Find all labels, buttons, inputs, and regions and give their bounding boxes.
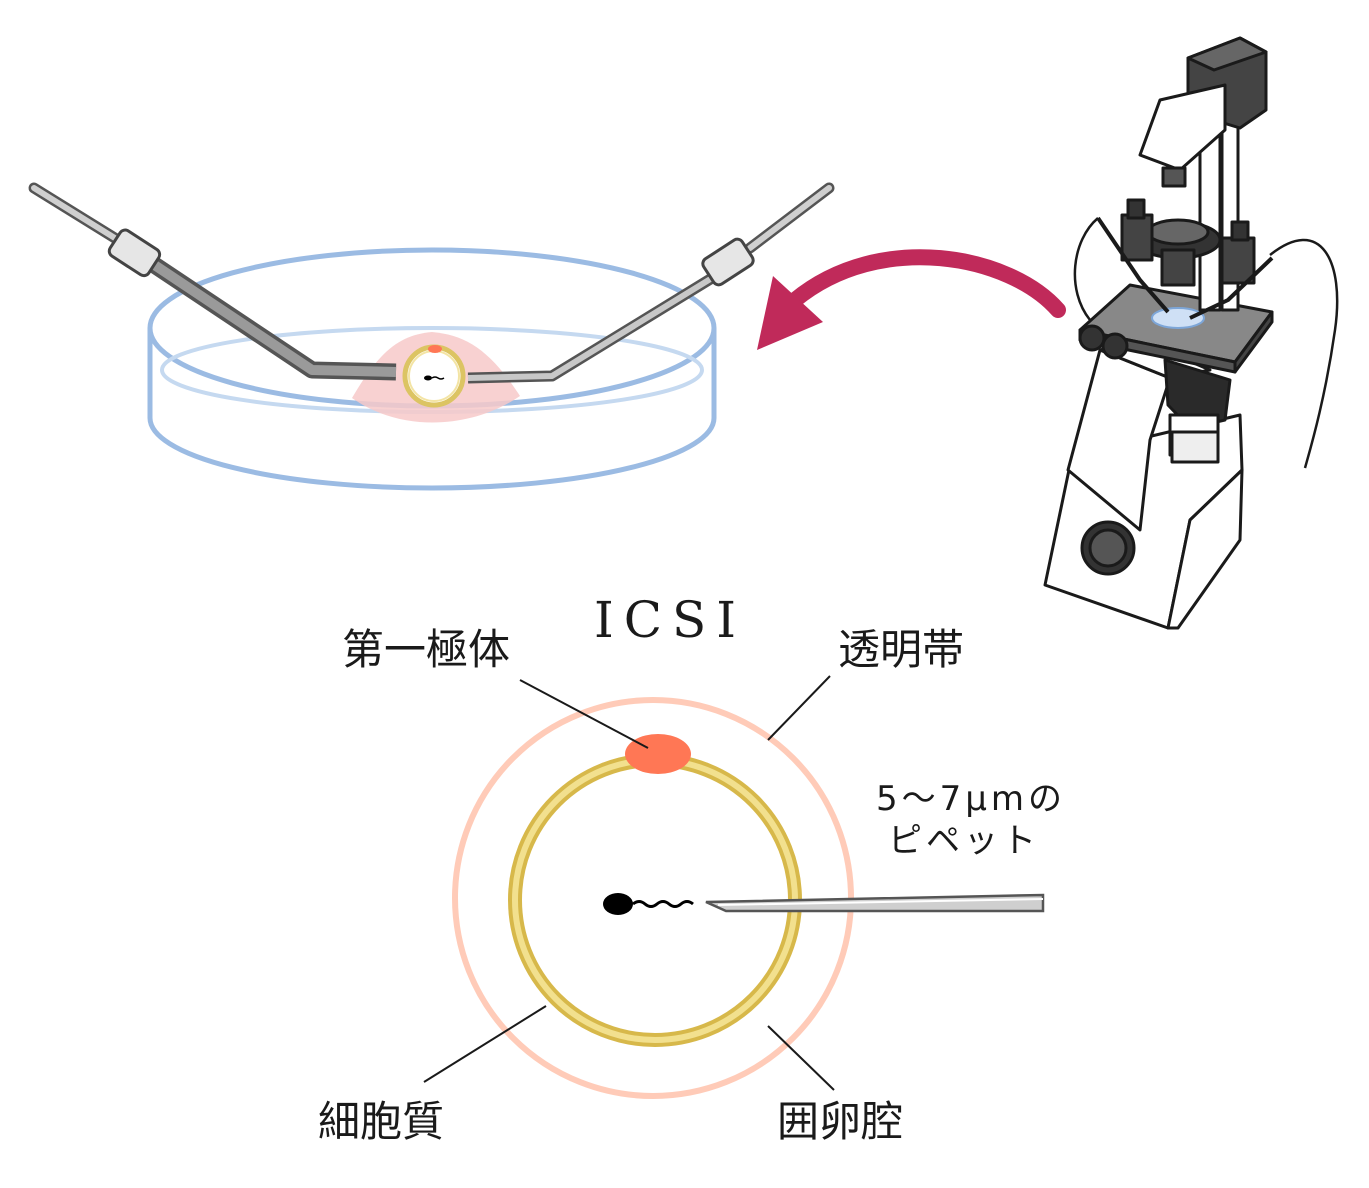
cytoplasm-leader [423, 1005, 547, 1083]
zona-leader [767, 675, 831, 741]
label-pipette: ピペット [888, 821, 1040, 861]
curved-arrow-icon [757, 249, 1066, 350]
small-oocyte [402, 344, 466, 408]
label-polar-body: 第一極体 [342, 625, 510, 674]
dish-body [147, 328, 717, 491]
leader-lines [423, 675, 835, 1091]
microscope-illustration [1043, 36, 1339, 630]
diagram-title: ICSI [594, 591, 746, 649]
label-cytoplasm: 細胞質 [318, 1097, 444, 1146]
injection-pipette-tip [705, 893, 1045, 913]
holding-pipette [28, 182, 397, 381]
sperm-icon [603, 893, 694, 915]
petri-dish-illustration [28, 182, 835, 491]
label-perivitelline-space: 囲卵腔 [777, 1097, 903, 1146]
perivitelline-leader [767, 1025, 835, 1091]
oocyte-detail [452, 697, 1045, 1099]
polar-body-leader [519, 679, 649, 749]
injection-pipette [467, 182, 835, 384]
label-zona-pellucida: 透明帯 [838, 625, 964, 674]
label-pipette-size: 5～7μmの [876, 779, 1066, 819]
